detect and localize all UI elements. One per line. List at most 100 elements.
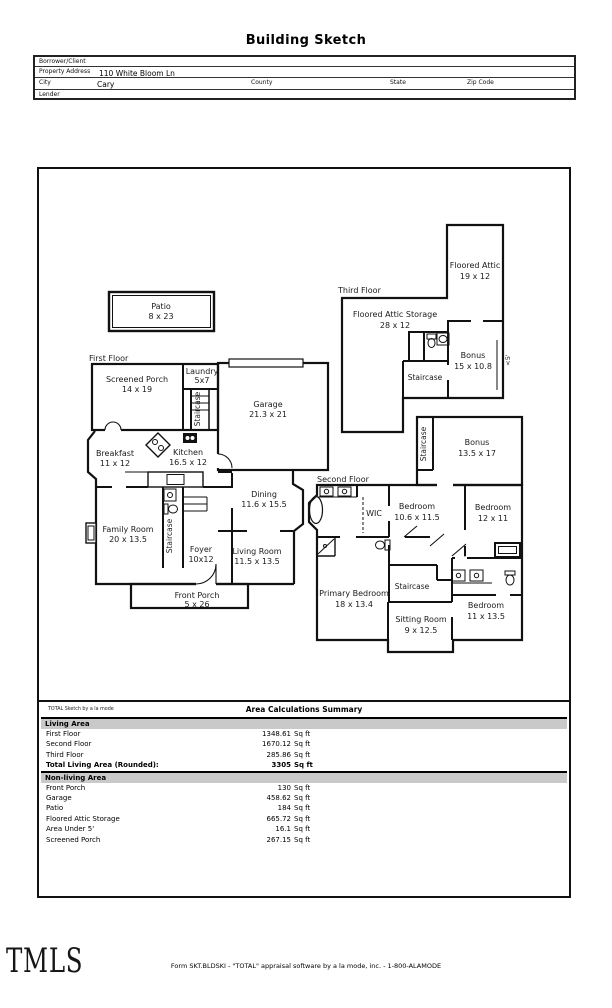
row-value: 267.15 <box>266 835 292 844</box>
room-dims-front-porch: 5 x 26 <box>184 600 209 609</box>
floor-plan-svg: First Floor Second Floor Third Floor Pat… <box>85 223 524 654</box>
room-dims-bonus-third: 15 x 10.8 <box>454 362 492 371</box>
room-label-kitchen: Kitchen <box>173 448 203 457</box>
room-label-wic: WIC <box>366 509 382 518</box>
summary-divider <box>41 717 567 719</box>
row-label: Third Floor <box>46 750 84 759</box>
city-label: City <box>39 79 51 86</box>
room-dims-family-room: 20 x 13.5 <box>109 535 147 544</box>
first-floor-walls <box>86 361 330 610</box>
footer-form-line: Form SKT.BLDSKI - "TOTAL" appraisal soft… <box>170 962 442 970</box>
row-value: 184 <box>277 804 291 813</box>
second-floor-door-leaves <box>403 525 467 557</box>
city-value: Cary <box>97 80 115 89</box>
first-floor-interior-walls <box>96 364 293 584</box>
staircase-label-second-lower: Staircase <box>395 582 430 591</box>
summary-row-screened-porch: Screened Porch 267.15 Sq ft <box>41 835 567 845</box>
powder-room-fixtures <box>163 488 178 515</box>
summary-row-patio: Patio 184 Sq ft <box>41 803 567 813</box>
stove-icon <box>145 432 171 458</box>
room-label-dining: Dining <box>251 490 277 499</box>
third-floor-label: Third Floor <box>337 286 382 295</box>
total-value: 3305 <box>271 761 291 770</box>
state-label: State <box>390 79 406 86</box>
room-label-bedroom-3: Bedroom <box>468 601 504 610</box>
row-value: 1348.61 <box>262 730 291 738</box>
row-value: 1670.12 <box>262 740 291 749</box>
row-unit: Sq ft <box>294 750 311 759</box>
summary-row-front-porch: Front Porch 130 Sq ft <box>41 783 567 793</box>
city-row: City Cary County State Zip Code <box>35 78 574 90</box>
staircase-labels: Staircase Staircase Staircase Staircase … <box>165 354 512 591</box>
second-floor-label: Second Floor <box>317 475 370 484</box>
row-unit: Sq ft <box>294 804 311 813</box>
lender-label: Lender <box>39 91 60 98</box>
row-label: Garage <box>46 793 72 802</box>
room-label-breakfast: Breakfast <box>96 449 134 458</box>
room-dims-living-room: 11.5 x 13.5 <box>234 557 279 566</box>
summary-row-second-floor: Second Floor 1670.12 Sq ft <box>41 739 567 749</box>
room-dims-foyer: 10x12 <box>188 555 213 564</box>
area-calculations-summary: TOTAL Sketch by a la mode Area Calculati… <box>37 702 571 898</box>
row-unit: Sq ft <box>294 793 311 802</box>
row-unit: Sq ft <box>294 730 311 738</box>
county-label: County <box>251 79 273 86</box>
room-dims-floored-attic: 19 x 12 <box>460 272 490 281</box>
room-dims-sitting-room: 9 x 12.5 <box>405 626 438 635</box>
row-value: 285.86 <box>266 750 292 759</box>
room-dims-primary-bedroom: 18 x 13.4 <box>335 600 373 609</box>
summary-title: Area Calculations Summary <box>245 705 363 714</box>
room-label-living-room: Living Room <box>232 547 281 556</box>
bathtub-icon <box>308 495 324 525</box>
summary-row-floored-attic-storage: Floored Attic Storage 665.72 Sq ft <box>41 814 567 824</box>
room-dims-bedroom-1: 10.6 x 11.5 <box>394 513 439 522</box>
room-label-laundry: Laundry <box>186 367 219 376</box>
room-dims-bedroom-3: 11 x 13.5 <box>467 612 505 621</box>
room-label-bedroom-2: Bedroom <box>475 503 511 512</box>
third-floor-walls <box>340 223 505 434</box>
room-dims-patio: 8 x 23 <box>148 312 173 321</box>
row-label: Screened Porch <box>46 835 101 844</box>
staircase-label-porch: Staircase <box>193 391 202 426</box>
summary-row-garage: Garage 458.62 Sq ft <box>41 793 567 803</box>
room-dims-laundry: 5x7 <box>195 376 210 385</box>
room-label-screened-porch: Screened Porch <box>106 375 168 384</box>
room-label-attic-storage: Floored Attic Storage <box>353 310 437 319</box>
total-unit: Sq ft <box>294 761 313 770</box>
first-floor-doors <box>104 421 233 586</box>
room-dims-dining: 11.6 x 15.5 <box>241 500 286 509</box>
property-address-row: Property Address 110 White Bloom Ln <box>35 67 574 78</box>
room-label-front-porch: Front Porch <box>175 591 220 600</box>
room-dims-attic-storage: 28 x 12 <box>380 321 410 330</box>
room-label-sitting-room: Sitting Room <box>395 615 446 624</box>
patio-outline <box>107 290 216 333</box>
room-dims-screened-porch: 14 x 19 <box>122 385 152 394</box>
summary-row-total-living: Total Living Area (Rounded): 3305 Sq ft <box>41 760 567 770</box>
row-value: 130 <box>277 783 291 792</box>
staircase-label-third: Staircase <box>408 373 443 382</box>
under-five-marker: <5' <box>504 354 512 366</box>
row-label: Front Porch <box>46 783 86 792</box>
row-label: Area Under 5' <box>46 825 95 834</box>
room-label-primary-bedroom: Primary Bedroom <box>319 589 389 598</box>
row-label: First Floor <box>46 730 81 738</box>
row-label: Second Floor <box>46 740 92 749</box>
room-label-family-room: Family Room <box>102 525 153 534</box>
room-label-foyer: Foyer <box>190 545 213 554</box>
room-label-patio: Patio <box>151 302 171 311</box>
living-area-header: Living Area <box>41 719 567 729</box>
total-label: Total Living Area (Rounded): <box>46 761 159 770</box>
room-label-bedroom-1: Bedroom <box>399 502 435 511</box>
fireplace-icon <box>85 522 97 544</box>
non-living-area-header: Non-living Area <box>41 772 567 783</box>
total-sketch-branding: TOTAL Sketch by a la mode <box>48 707 114 712</box>
row-unit: Sq ft <box>294 814 311 823</box>
room-label-floored-attic: Floored Attic <box>450 261 501 270</box>
property-address-value: 110 White Bloom Ln <box>99 68 175 78</box>
room-dims-bonus-second: 13.5 x 17 <box>458 449 496 458</box>
summary-row-first-floor: First Floor 1348.61 Sq ft <box>41 729 567 739</box>
room-label-bonus-third: Bonus <box>461 351 486 360</box>
lender-row: Lender <box>35 90 574 100</box>
first-floor-stair-details <box>183 389 210 512</box>
first-floor-label: First Floor <box>89 354 129 363</box>
